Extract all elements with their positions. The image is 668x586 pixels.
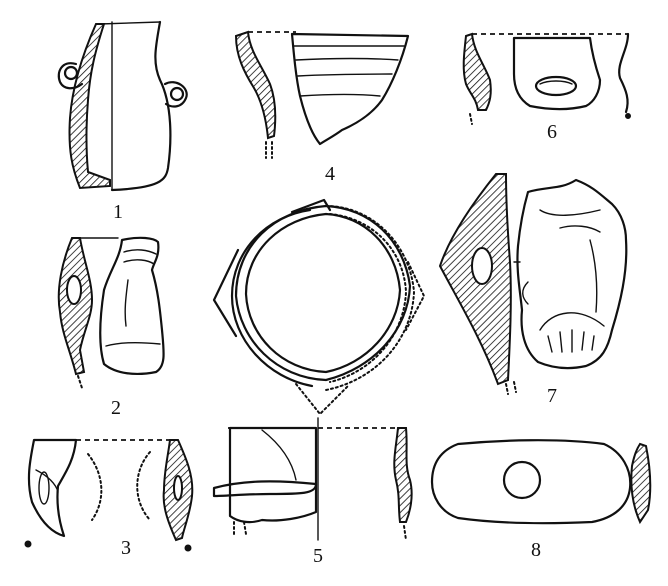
figure-ring-bracelet	[212, 198, 426, 416]
figure-5-rim-sherd	[212, 417, 413, 541]
figure-1-jar	[57, 20, 188, 192]
figure-label-1: 1	[113, 201, 123, 223]
figure-6-rim-sherd	[462, 32, 631, 125]
figure-label-2: 2	[111, 397, 121, 419]
figure-label-4: 4	[325, 163, 335, 185]
figure-label-8: 8	[531, 539, 541, 561]
figure-label-6: 6	[547, 121, 557, 143]
figure-label-3: 3	[121, 537, 131, 559]
figure-2-vessel-with-lug	[57, 236, 165, 389]
figure-label-5: 5	[313, 545, 323, 567]
figure-4-rim-sherd	[234, 30, 410, 159]
figure-label-7: 7	[547, 385, 557, 407]
figure-8-perforated-stone	[430, 439, 652, 525]
figure-7-lug-fragment	[438, 173, 628, 395]
figure-3-lug-fragment	[24, 438, 194, 552]
